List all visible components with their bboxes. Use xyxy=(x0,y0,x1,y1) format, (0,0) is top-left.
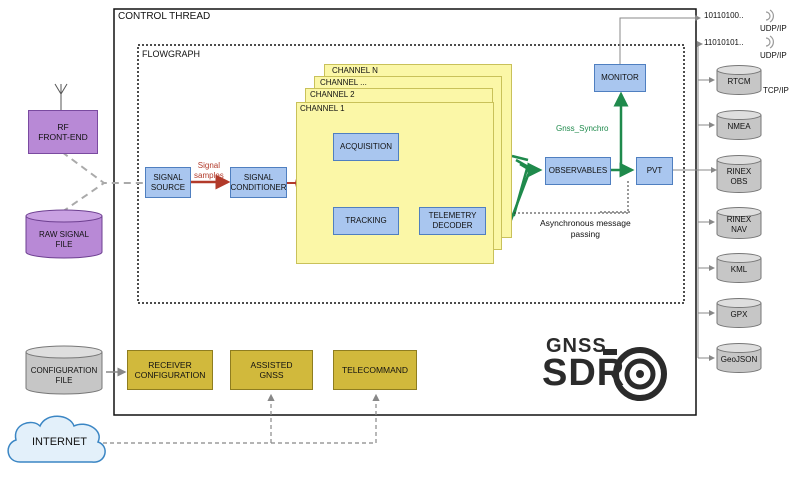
monitor-block: MONITOR xyxy=(594,64,646,92)
output-cylinders xyxy=(716,65,762,373)
acquisition-block: ACQUISITION xyxy=(333,133,399,161)
rtcm-output: RTCM xyxy=(727,77,751,86)
telecommand-block: TELECOMMAND xyxy=(333,350,417,390)
flowgraph-frame xyxy=(137,44,685,304)
channel-1-label: CHANNEL 1 xyxy=(300,104,345,113)
udp-output-2-label: UDP/IP xyxy=(760,51,787,60)
receiver-configuration-block: RECEIVER CONFIGURATION xyxy=(127,350,213,390)
tracking-block: TRACKING xyxy=(333,207,399,235)
control-thread-title: CONTROL THREAD xyxy=(118,11,211,22)
observables-block: OBSERVABLES xyxy=(545,157,611,185)
nmea-output: NMEA xyxy=(727,122,751,131)
sdr-logo-text: SDR xyxy=(542,352,626,394)
assisted-gnss-block: ASSISTED GNSS xyxy=(230,350,313,390)
gnss-logo-text: GNSS xyxy=(546,335,607,357)
rinex-nav-output: RINEX NAV xyxy=(726,215,752,234)
raw-signal-file-label: RAW SIGNAL FILE xyxy=(39,230,89,249)
channel-ellipsis-label: CHANNEL ... xyxy=(320,78,367,87)
rinex-obs-output: RINEX OBS xyxy=(726,167,752,186)
udp-output-1-bits: 10110100.. xyxy=(704,11,744,20)
signal-source-block: SIGNAL SOURCE xyxy=(145,167,191,198)
pvt-block: PVT xyxy=(636,157,673,185)
signal-samples-annotation: Signal samples xyxy=(194,161,224,180)
async-message-annotation: Asynchronous message passing xyxy=(540,218,631,239)
tcp-output-label: TCP/IP xyxy=(763,86,789,95)
gnss-synchro-annotation: Gnss_Synchro xyxy=(556,124,609,133)
signal-conditioner-block: SIGNAL CONDITIONER xyxy=(230,167,287,198)
channel-2-label: CHANNEL 2 xyxy=(310,90,355,99)
telemetry-decoder-block: TELEMETRY DECODER xyxy=(419,207,486,235)
internet-cloud-icon xyxy=(7,415,106,463)
rf-front-end-box: RF FRONT-END xyxy=(28,110,98,154)
udp-output-1-label: UDP/IP xyxy=(760,24,787,33)
udp-output-2-bits: 11010101.. xyxy=(704,38,744,47)
channel-1-panel xyxy=(296,102,494,264)
geojson-output: GeoJSON xyxy=(720,355,758,364)
antenna-icon xyxy=(54,83,68,110)
gpx-output: GPX xyxy=(730,310,748,319)
channel-n-label: CHANNEL N xyxy=(332,66,378,75)
control-thread-frame xyxy=(113,8,697,416)
flowgraph-title: FLOWGRAPH xyxy=(142,49,201,59)
internet-label: INTERNET xyxy=(32,436,87,448)
wifi-icon xyxy=(765,9,774,49)
kml-output: KML xyxy=(730,265,748,274)
cylinder-shapes xyxy=(25,209,103,395)
gnss-sdr-logo-mark xyxy=(603,347,667,401)
configuration-file-label: CONFIGURATION FILE xyxy=(30,366,98,385)
